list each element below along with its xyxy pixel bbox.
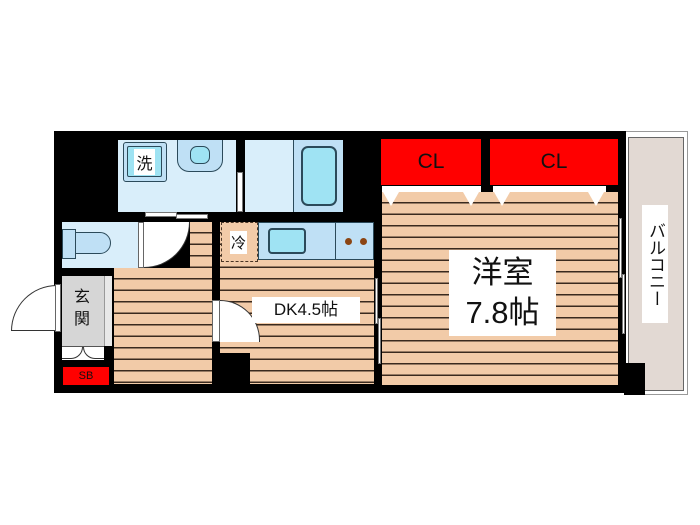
front-door-jamb [55, 284, 61, 332]
dk-label: DK4.5帖 [252, 297, 360, 323]
washbasin-bowl [190, 146, 210, 164]
western-slide-door-1 [375, 278, 378, 324]
entrance-floor [62, 276, 104, 346]
washer-label: 洗 [134, 148, 155, 175]
western-room-label: 洋室 7.8帖 [449, 250, 556, 336]
hallway-floor [190, 222, 212, 268]
balcony-window-1 [619, 218, 622, 278]
hallway-floor-lower [114, 268, 212, 384]
stove-divider [335, 222, 336, 260]
washbasin [177, 140, 223, 172]
washroom-slide-door-1 [145, 212, 177, 217]
bathroom-divider [293, 140, 294, 212]
shoe-box-door-left [62, 347, 83, 359]
balcony-label: バルコニー [642, 205, 668, 323]
dk-pillar [220, 353, 250, 385]
washer: 洗 [123, 142, 167, 182]
dk-door-jamb [212, 300, 220, 342]
bathtub [301, 146, 337, 206]
closet-door-marker-3 [494, 192, 510, 206]
toilet-tank [62, 229, 76, 259]
balcony-window-2 [622, 274, 625, 334]
closet-right: CL [490, 139, 618, 185]
stove-burner-2 [360, 238, 367, 245]
toilet-bowl [75, 232, 111, 254]
entrance-label: 玄 関 [71, 286, 93, 332]
western-room-size: 7.8帖 [465, 295, 540, 330]
kitchen-sink [268, 228, 306, 254]
western-room-name: 洋室 [471, 255, 534, 290]
closet-left: CL [381, 139, 481, 185]
entrance-label-2: 関 [73, 309, 90, 328]
western-slide-door-2 [378, 318, 381, 364]
balcony-corner-wall [624, 363, 645, 395]
shoe-box-doors [62, 346, 104, 360]
washer-inner: 洗 [127, 146, 162, 177]
fridge-label: 冷 [230, 231, 248, 254]
shoe-box: SB [63, 367, 109, 385]
entrance-step [104, 276, 112, 346]
shoe-box-door-right [83, 347, 104, 359]
washroom-slide-door-2 [176, 214, 208, 219]
entrance-label-1: 玄 [73, 287, 90, 306]
front-door-swing [11, 285, 57, 331]
fridge-space: 冷 [221, 222, 258, 262]
dk-western-wall [374, 131, 382, 385]
bath-door [237, 172, 243, 212]
closet-door-marker-2 [463, 192, 479, 206]
stove-burner-1 [345, 238, 352, 245]
closet-door-marker-4 [588, 192, 604, 206]
closet-door-marker-1 [383, 192, 399, 206]
toilet-door-jamb [138, 222, 144, 268]
bathroom-right-wall [343, 131, 380, 221]
western-right-wall [618, 131, 626, 385]
closet-right-door-track [493, 186, 606, 192]
closet-left-door-track [382, 186, 481, 192]
